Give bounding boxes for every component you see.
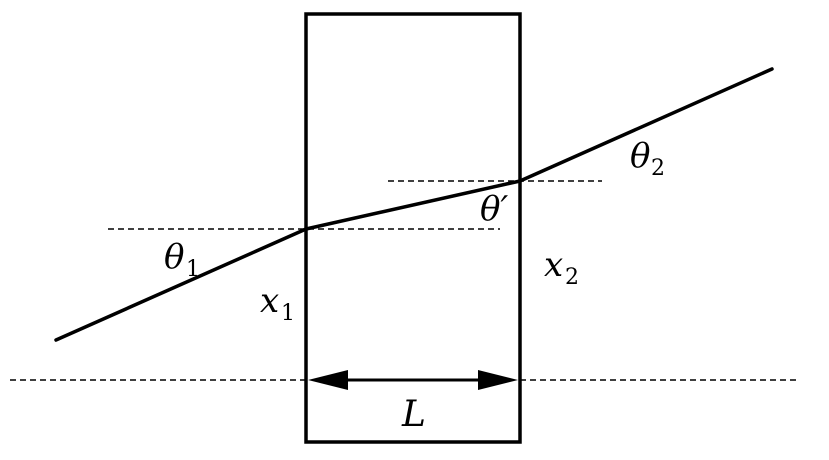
incident-ray — [54, 227, 308, 342]
x2-subscript: 2 — [565, 265, 579, 290]
emergent-ray — [518, 67, 774, 183]
length-arrowhead-right — [478, 370, 518, 390]
theta2-subscript: 2 — [651, 156, 665, 181]
length-label: L — [401, 394, 426, 435]
x1-subscript: 1 — [281, 301, 295, 326]
x1-label: x — [260, 281, 279, 321]
refracted-ray — [304, 179, 522, 231]
theta-prime-label: θ′ — [480, 189, 508, 229]
length-arrowhead-left — [308, 370, 348, 390]
theta1-label: θ — [164, 237, 184, 277]
theta1-subscript: 1 — [186, 257, 200, 282]
x2-label: x — [544, 245, 563, 285]
theta2-label: θ — [630, 136, 650, 176]
